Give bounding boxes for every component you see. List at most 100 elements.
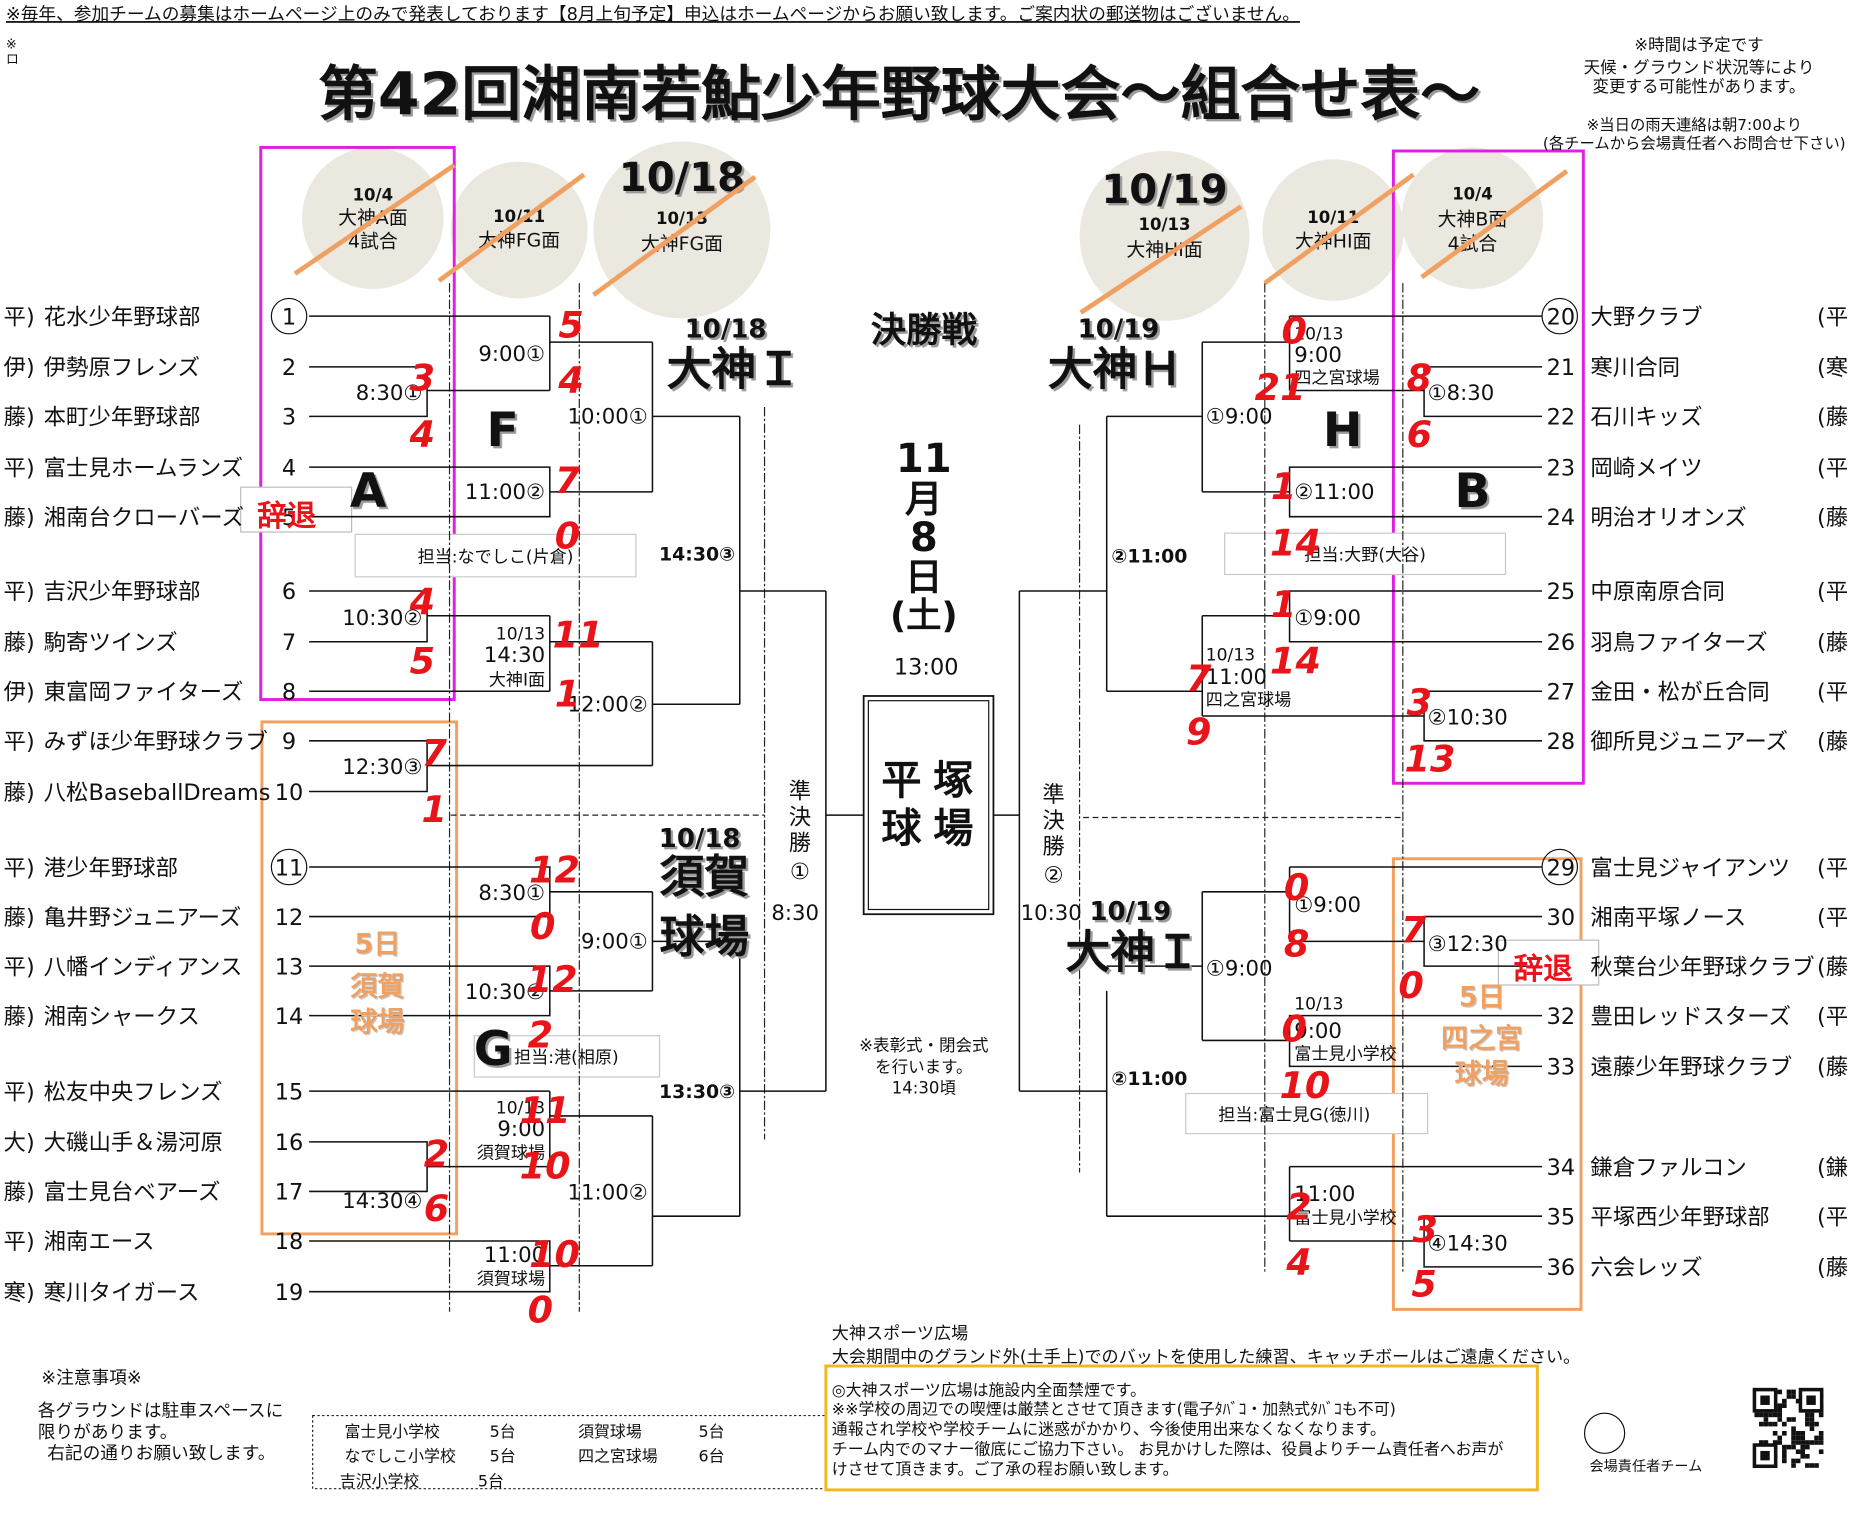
match-time: 富士見小学校: [1294, 1208, 1397, 1228]
match-score: 4: [1285, 1241, 1311, 1284]
qr-module: [1777, 1440, 1783, 1445]
team-region: (藤: [1817, 1055, 1848, 1081]
team-name: 大野クラブ: [1590, 304, 1702, 330]
qr-module: [1772, 1431, 1778, 1436]
qr-module: [1791, 1417, 1796, 1422]
qr-module: [1759, 1440, 1764, 1445]
match-score: 2: [424, 1133, 449, 1176]
qr-module: [1791, 1389, 1796, 1395]
team-number: 11: [275, 855, 304, 881]
team-region: 伊): [4, 680, 35, 706]
qr-module: [1777, 1412, 1783, 1418]
match-time: 11:00: [1294, 1182, 1355, 1207]
match-score: 14: [1270, 522, 1321, 565]
team-region: 平): [4, 1079, 35, 1105]
venue-lead-team-legend-icon: [1583, 1412, 1626, 1454]
match-score: 7: [1186, 657, 1212, 700]
match-score: 8: [1284, 923, 1309, 966]
match-score: 7: [421, 732, 447, 775]
bracket-lines: [309, 283, 1543, 1312]
qr-module: [1809, 1440, 1815, 1445]
team-number: 4: [282, 455, 296, 481]
qr-module: [1791, 1463, 1796, 1468]
qr-module: [1763, 1417, 1769, 1422]
match-time: ③12:30: [1428, 932, 1508, 957]
final-venue-box: [862, 695, 995, 916]
match-time: 12:30③: [342, 755, 422, 780]
match-time: 14:30③: [659, 543, 735, 565]
match-score: 13: [1405, 737, 1456, 780]
qr-module: [1791, 1426, 1796, 1432]
final-venue: 球: [881, 805, 922, 852]
match-time: 8:30①: [356, 381, 423, 406]
team-name: 八松BaseballDreams: [44, 780, 271, 806]
semifinal-label: ①: [790, 859, 810, 885]
qr-module: [1782, 1403, 1787, 1409]
qr-module: [1795, 1431, 1801, 1436]
qr-module: [1809, 1417, 1815, 1422]
qr-module: [1768, 1412, 1773, 1418]
match-time: 須賀球場: [477, 1270, 545, 1290]
team-region: 平): [4, 729, 35, 755]
parking-place: 富士見小学校: [345, 1422, 441, 1441]
team-name: 富士見ジャイアンツ: [1590, 855, 1790, 881]
qr-module: [1805, 1412, 1810, 1418]
team-name: 御所見ジュニアーズ: [1590, 729, 1788, 755]
semifinal-label: 勝: [789, 831, 811, 857]
team-region: (鎌: [1817, 1155, 1848, 1181]
corner-mark: ロ: [6, 53, 19, 68]
match-score: 0: [1282, 309, 1307, 352]
team-name: 花水少年野球部: [44, 304, 201, 330]
qr-module: [1791, 1444, 1796, 1450]
final-date: 月: [905, 477, 943, 521]
team-number: 19: [275, 1280, 304, 1306]
team-name: 秋葉台少年野球クラブ: [1590, 954, 1814, 980]
qr-module: [1782, 1449, 1787, 1455]
final-venue-box-inner: [867, 700, 990, 911]
team-number: 25: [1547, 579, 1576, 605]
final-heading: 決勝戦: [871, 310, 978, 351]
match-score: 5: [410, 640, 435, 683]
parking-place: 四之宮球場: [578, 1447, 658, 1466]
match-time: 10/13: [1294, 995, 1343, 1015]
sports-park-rule: 大会期間中のグランド外(土手上)でのバットを使用した練習、キャッチボールはご遠慮…: [832, 1346, 1580, 1367]
team-number: 16: [275, 1130, 304, 1156]
final-date: 11: [896, 436, 952, 482]
qr-module: [1782, 1454, 1787, 1459]
block-letter: G: [474, 1022, 513, 1077]
qr-module: [1782, 1444, 1787, 1450]
team-name: みずほ少年野球クラブ: [44, 729, 268, 755]
team-number: 35: [1547, 1204, 1576, 1230]
match-time: ②10:30: [1428, 705, 1508, 730]
duty-label: 担当:港(相原): [514, 1048, 619, 1068]
team-region: 大): [4, 1130, 35, 1156]
final-venue: 平: [881, 757, 921, 804]
qr-module: [1777, 1435, 1783, 1441]
qr-module: [1795, 1435, 1801, 1441]
schedule-line: 大神B面: [1438, 208, 1508, 230]
team-region: (平: [1817, 855, 1848, 881]
match-time: 10:30②: [342, 606, 422, 631]
qr-module: [1800, 1440, 1806, 1445]
ceremony-note: を行います。: [875, 1057, 972, 1076]
match-time: 9:00: [497, 1117, 545, 1142]
smoking-notice-line: ◎大神スポーツ広場は施設内全面禁煙です。: [832, 1380, 1146, 1399]
match-score: 11: [553, 614, 604, 657]
duty-label: 担当:富士見G(徳川): [1218, 1106, 1370, 1126]
team-number: 3: [282, 405, 296, 431]
match-time: ①9:00: [1206, 404, 1273, 429]
team-region: 藤): [4, 1004, 35, 1030]
match-time: 10/13: [496, 624, 545, 644]
rain-note: (各チームから会場責任者へお問合せ下さい): [1543, 135, 1846, 153]
team-number: 9: [282, 729, 296, 755]
ceremony-note: 14:30頃: [892, 1079, 957, 1098]
background-layer: [240, 141, 1824, 1492]
qr-module: [1772, 1412, 1778, 1418]
withdrawn-label: 辞退: [257, 499, 316, 533]
qr-module: [1759, 1412, 1764, 1418]
team-name: 松友中央フレンズ: [44, 1079, 223, 1105]
seed-circle: [1541, 848, 1579, 886]
qr-module: [1768, 1421, 1773, 1427]
bracket-line: [1423, 366, 1543, 418]
